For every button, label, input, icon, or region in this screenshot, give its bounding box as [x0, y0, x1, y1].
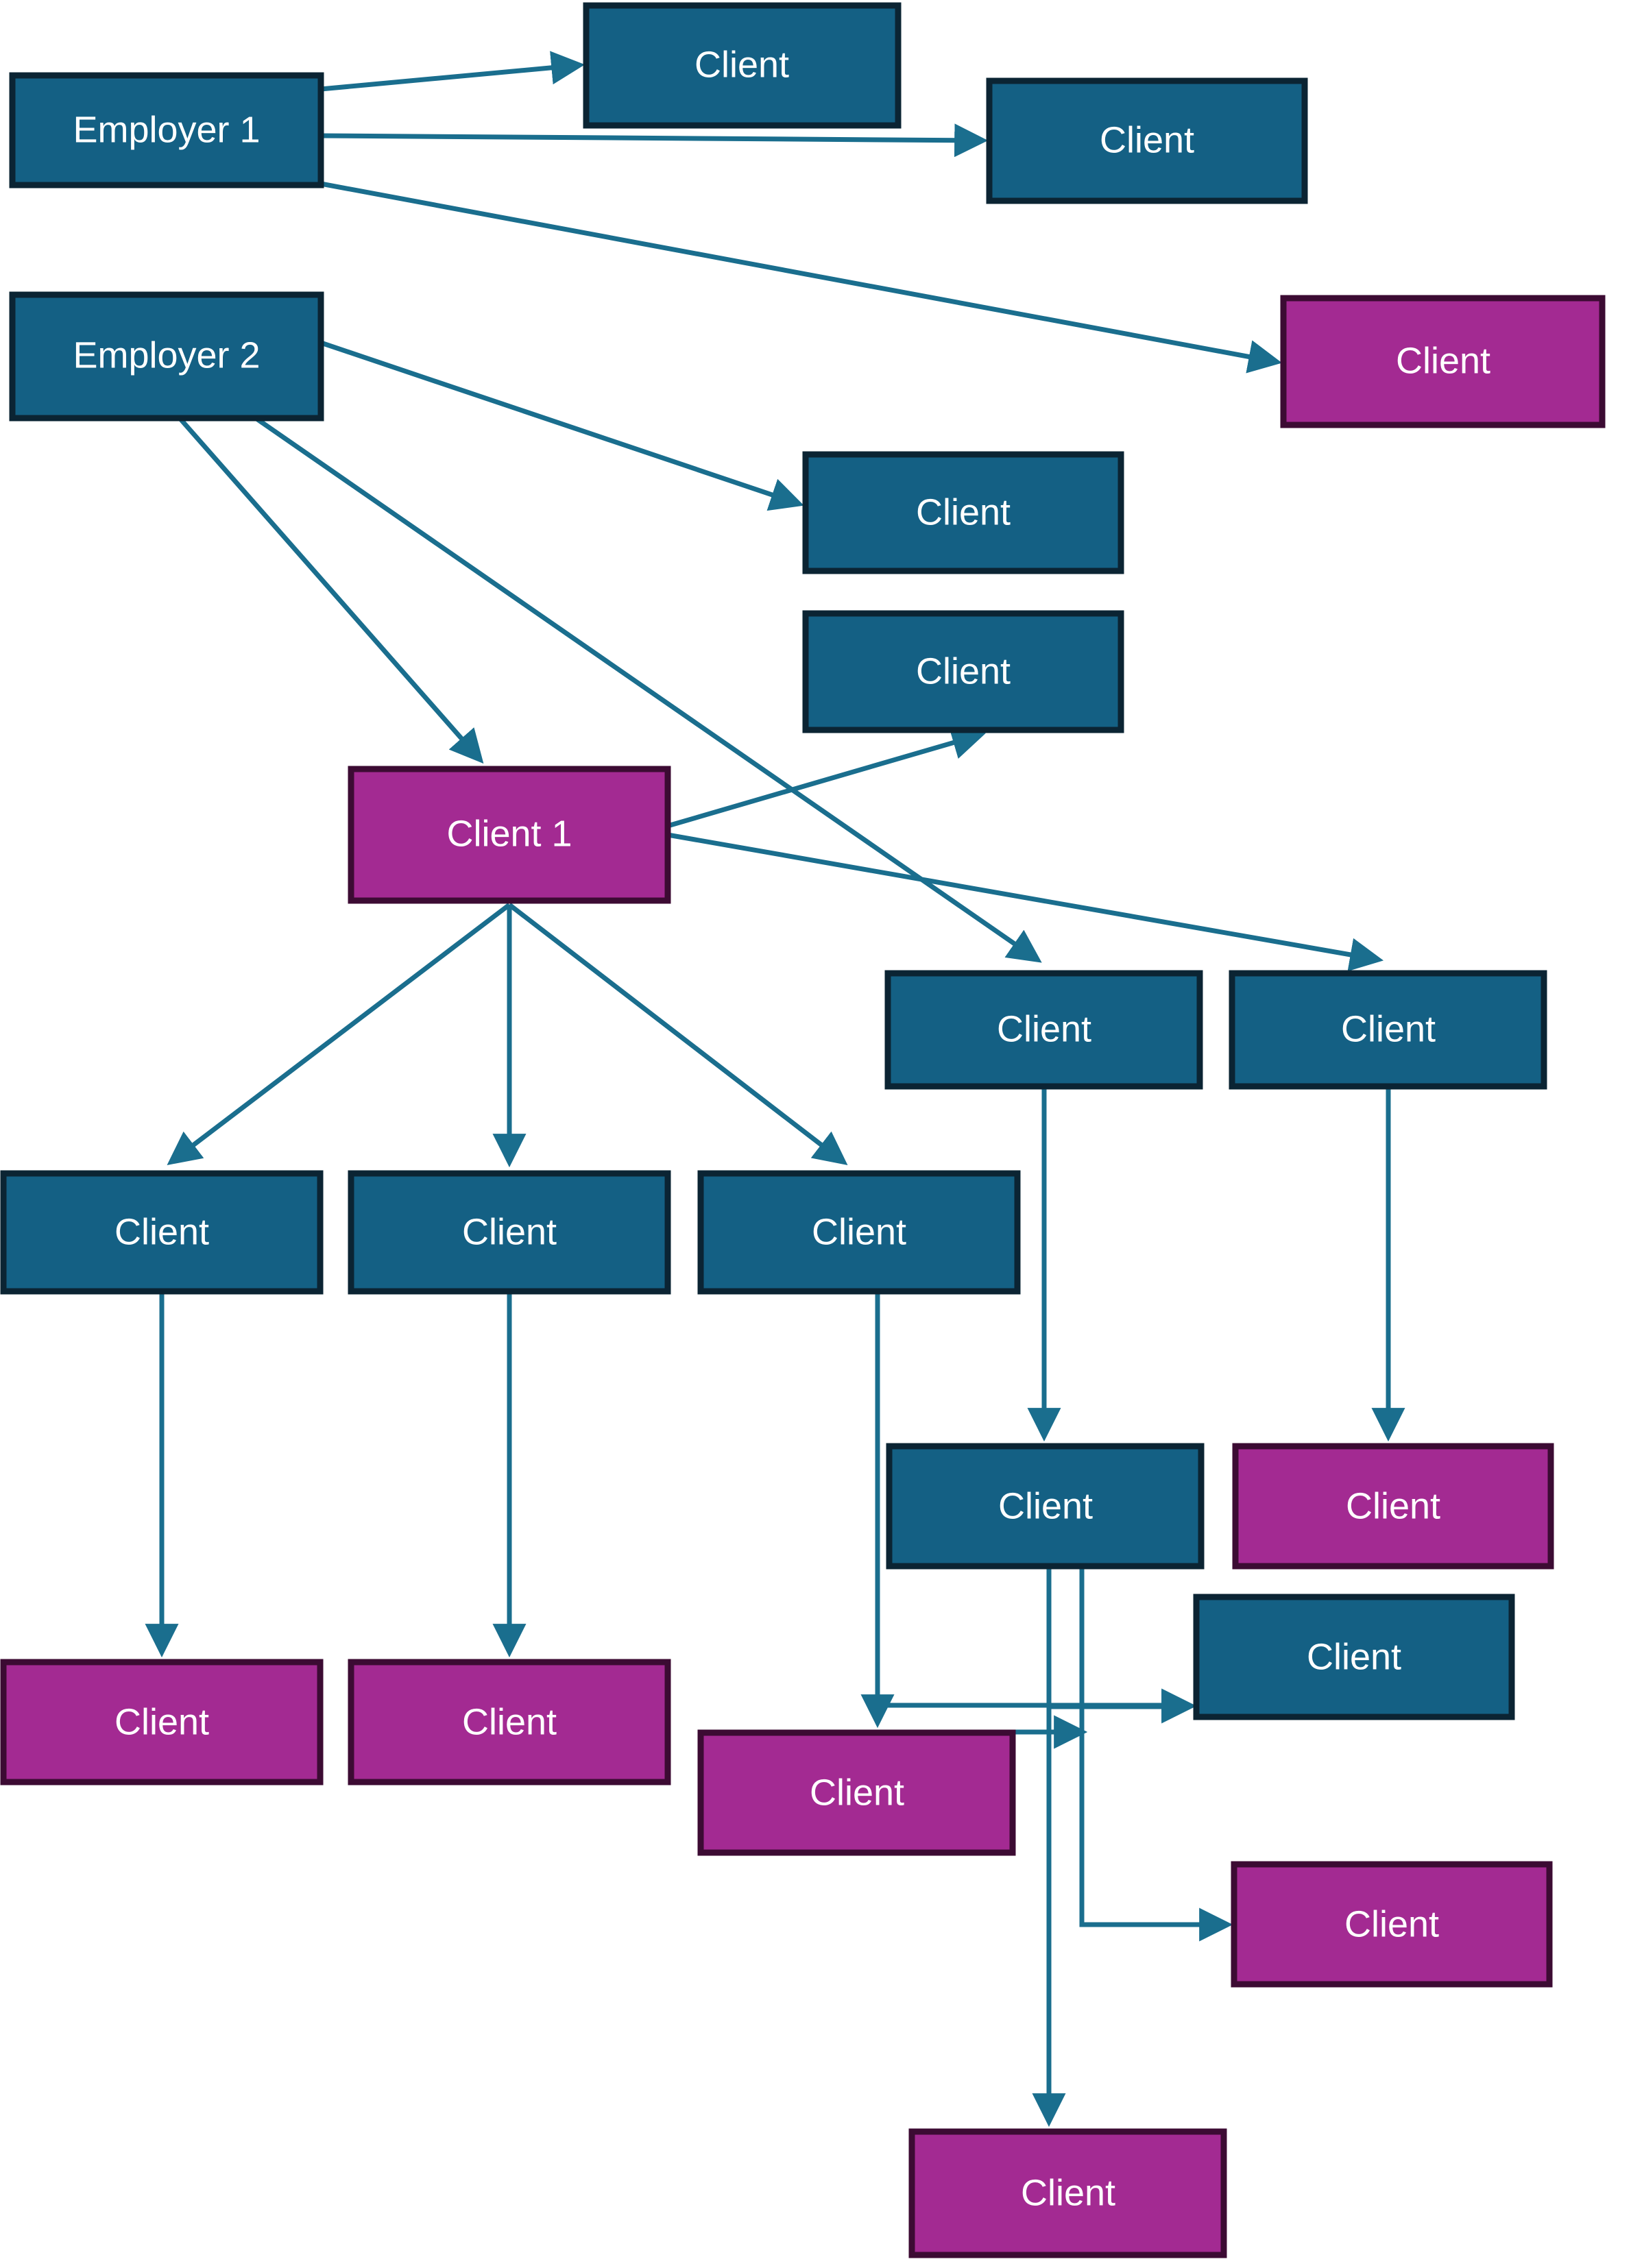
- node-client-c[interactable]: Client: [1280, 295, 1606, 428]
- node-employer2[interactable]: Employer 2: [9, 291, 324, 422]
- edge-client-k-client-m: [1046, 1567, 1196, 1724]
- node-client1[interactable]: Client 1: [348, 766, 671, 904]
- node-client-r[interactable]: Client: [908, 2128, 1227, 2258]
- edge-employer1-client-c: [320, 181, 1283, 374]
- node-client-n[interactable]: Client: [0, 1659, 324, 1785]
- edge-client1-client-g: [667, 832, 1384, 972]
- edge-layer: [145, 51, 1405, 2127]
- node-client-g[interactable]: Client: [1229, 970, 1547, 1090]
- node-client-q[interactable]: Client: [1231, 1861, 1553, 1988]
- node-client-d[interactable]: Client: [802, 451, 1124, 574]
- node-client-e[interactable]: Client: [802, 610, 1124, 733]
- edge-employer2-client-f: [252, 415, 1042, 963]
- edge-employer2-client1: [178, 416, 484, 764]
- node-client-a[interactable]: Client: [583, 2, 902, 129]
- node-client-j[interactable]: Client: [697, 1170, 1021, 1295]
- node-client-k[interactable]: Client: [886, 1443, 1205, 1570]
- node-client-l[interactable]: Client: [1232, 1443, 1554, 1570]
- node-employer1[interactable]: Employer 1: [9, 72, 324, 188]
- edge-client-j-client-m: [875, 1293, 1196, 1722]
- edge-client1-client-j: [507, 903, 848, 1165]
- edge-client1-client-h: [167, 903, 511, 1165]
- node-client-p[interactable]: Client: [697, 1729, 1016, 1856]
- edge-client1-client-e: [667, 726, 986, 829]
- edge-employer1-client-a: [320, 51, 585, 92]
- edge-client-k-client-q: [1079, 1567, 1233, 1942]
- node-client-b[interactable]: Client: [986, 77, 1308, 204]
- edge-employer2-client-d: [319, 340, 804, 511]
- node-client-f[interactable]: Client: [884, 970, 1203, 1090]
- node-client-i[interactable]: Client: [348, 1170, 671, 1295]
- node-client-o[interactable]: Client: [348, 1659, 671, 1785]
- node-client-h[interactable]: Client: [0, 1170, 324, 1295]
- edge-employer1-client-b: [320, 123, 989, 158]
- node-client-m[interactable]: Client: [1193, 1594, 1515, 1720]
